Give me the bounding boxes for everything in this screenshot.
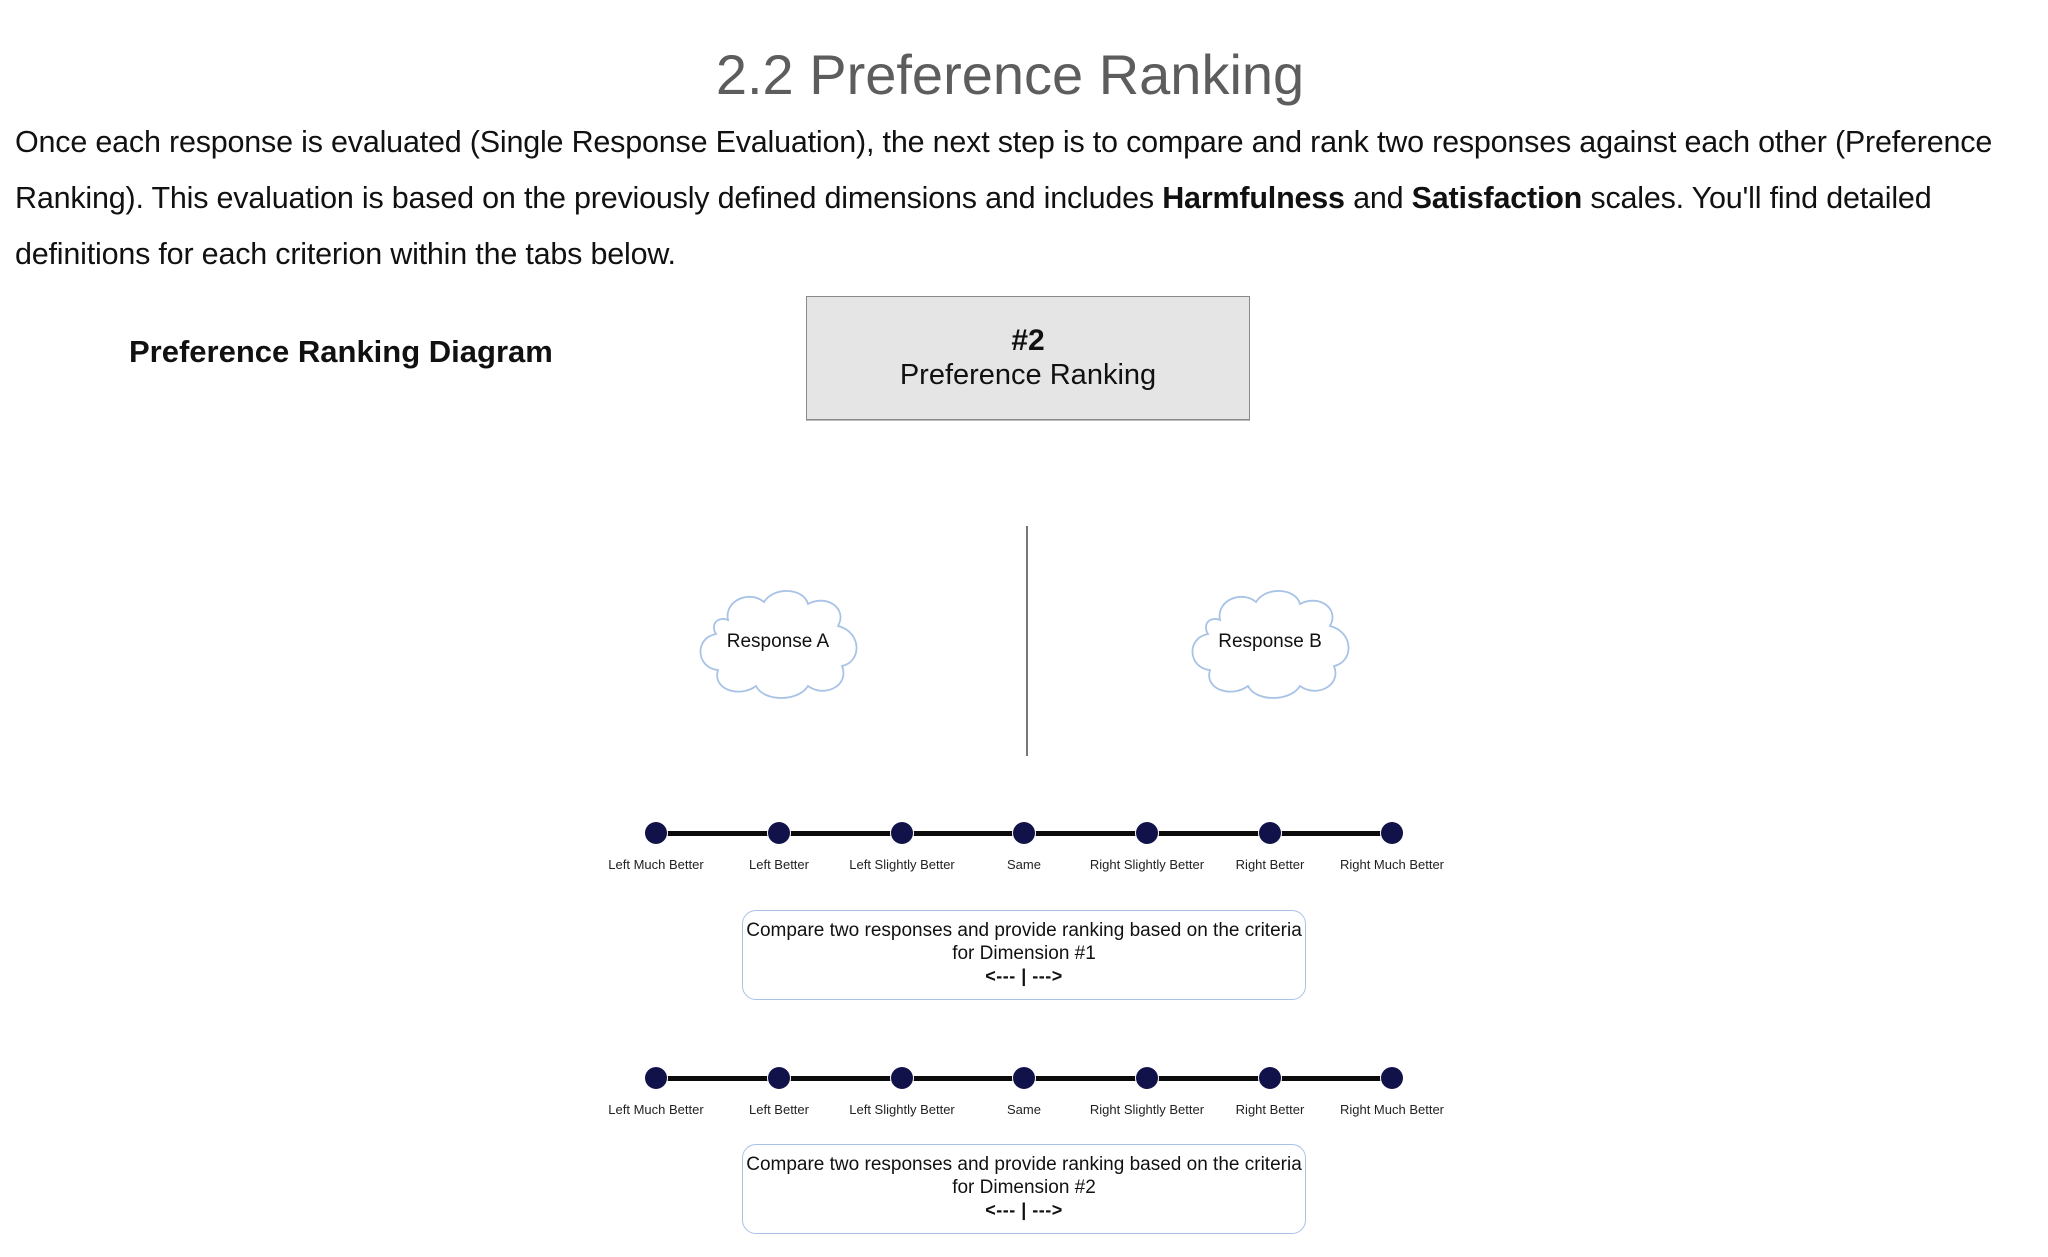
scale-option-label: Same xyxy=(1007,1102,1041,1117)
scale-option-label: Right Slightly Better xyxy=(1089,857,1205,872)
response-a-cloud: Response A xyxy=(688,582,868,702)
intro-paragraph: Once each response is evaluated (Single … xyxy=(15,114,2045,282)
scale-dot-icon xyxy=(891,822,913,844)
stage-box: #2 Preference Ranking xyxy=(806,296,1250,420)
page-title: 2.2 Preference Ranking xyxy=(715,42,1305,106)
scale-option-label: Same xyxy=(1007,857,1041,872)
harmfulness-term: Harmfulness xyxy=(1162,181,1345,215)
diagram-heading: Preference Ranking Diagram xyxy=(129,334,553,369)
bidirectional-arrow-icon: <--- | ---> xyxy=(985,1200,1063,1220)
cloud-shape-icon xyxy=(699,590,858,699)
response-b-label: Response B xyxy=(1218,631,1322,652)
scale-option[interactable]: Same xyxy=(944,812,1104,872)
scale-option-label: Right Much Better xyxy=(1339,857,1445,872)
scale-option[interactable]: Right Much Better xyxy=(1312,812,1472,872)
scale-option[interactable]: Left Better xyxy=(699,812,859,872)
scale-option[interactable]: Right Better xyxy=(1190,1057,1350,1117)
scale-dot-icon xyxy=(1259,1067,1281,1089)
scale-dot-icon xyxy=(1381,1067,1403,1089)
scale-option-label: Left Better xyxy=(749,857,809,872)
scale-option[interactable]: Right Better xyxy=(1190,812,1350,872)
scale-option-label: Right Much Better xyxy=(1339,1102,1445,1117)
bidirectional-arrow-icon: <--- | ---> xyxy=(985,966,1063,986)
satisfaction-term: Satisfaction xyxy=(1411,181,1583,215)
stage-label: Preference Ranking xyxy=(899,359,1157,391)
scale-option-label: Right Better xyxy=(1235,857,1305,872)
scale-option[interactable]: Left Much Better xyxy=(576,812,736,872)
scale-dot-icon xyxy=(645,1067,667,1089)
scale-dot-icon xyxy=(768,822,790,844)
scale-option[interactable]: Right Slightly Better xyxy=(1067,812,1227,872)
dimension-2-box: Compare two responses and provide rankin… xyxy=(742,1144,1306,1234)
dimension-2-text: Compare two responses and provide rankin… xyxy=(746,1154,1302,1198)
scale-option[interactable]: Right Slightly Better xyxy=(1067,1057,1227,1117)
dimension-1-text: Compare two responses and provide rankin… xyxy=(746,920,1302,964)
scale-dot-icon xyxy=(1259,822,1281,844)
stage-number: #2 xyxy=(1011,324,1045,357)
scale-option[interactable]: Left Better xyxy=(699,1057,859,1117)
scale-option[interactable]: Left Much Better xyxy=(576,1057,736,1117)
scale-option[interactable]: Same xyxy=(944,1057,1104,1117)
scale-option[interactable]: Right Much Better xyxy=(1312,1057,1472,1117)
dimension-1-box: Compare two responses and provide rankin… xyxy=(742,910,1306,1000)
scale-option[interactable]: Left Slightly Better xyxy=(822,812,982,872)
cloud-shape-icon xyxy=(1191,590,1350,699)
scale-dot-icon xyxy=(1013,1067,1035,1089)
scale-dot-icon xyxy=(891,1067,913,1089)
scale-option[interactable]: Left Slightly Better xyxy=(822,1057,982,1117)
scale-option-label: Left Slightly Better xyxy=(849,1102,955,1117)
intro-text-3: scales. You'll find detailed definitions… xyxy=(15,181,1932,271)
scale-option-label: Left Much Better xyxy=(608,1102,704,1117)
scale-dot-icon xyxy=(1136,822,1158,844)
scale-option-label: Left Better xyxy=(749,1102,809,1117)
scale-option-label: Right Slightly Better xyxy=(1089,1102,1205,1117)
response-a-label: Response A xyxy=(726,631,830,652)
intro-text-1: Once each response is evaluated (Single … xyxy=(15,125,1993,215)
intro-text-2: and xyxy=(1344,181,1412,215)
response-b-cloud: Response B xyxy=(1180,582,1360,702)
center-divider xyxy=(1026,526,1028,756)
scale-option-label: Left Slightly Better xyxy=(849,857,955,872)
scale-dot-icon xyxy=(1136,1067,1158,1089)
scale-dot-icon xyxy=(1013,822,1035,844)
scale-option-label: Left Much Better xyxy=(608,857,704,872)
scale-dot-icon xyxy=(645,822,667,844)
ranking-scale-1: Left Much Better Left Better Left Slight… xyxy=(600,812,1450,892)
ranking-scale-2: Left Much Better Left Better Left Slight… xyxy=(600,1057,1450,1137)
scale-dot-icon xyxy=(768,1067,790,1089)
scale-dot-icon xyxy=(1381,822,1403,844)
scale-option-label: Right Better xyxy=(1235,1102,1305,1117)
